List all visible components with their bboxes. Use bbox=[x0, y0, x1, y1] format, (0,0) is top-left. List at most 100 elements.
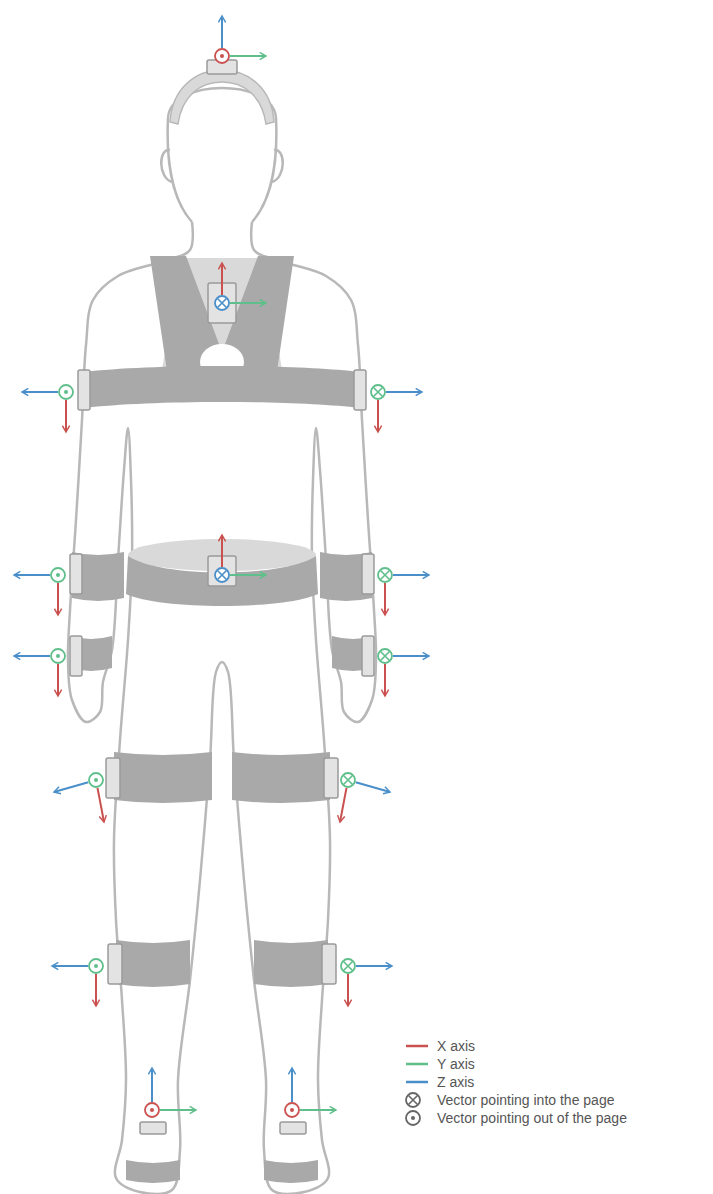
axis-arrow bbox=[347, 974, 349, 1006]
axis-arrow bbox=[22, 391, 58, 393]
legend-label: Y axis bbox=[437, 1055, 475, 1073]
sensor-box bbox=[322, 944, 336, 984]
head-outline bbox=[168, 88, 277, 222]
sensor-box bbox=[362, 636, 374, 676]
sensor-box bbox=[354, 370, 366, 410]
into-page-symbol bbox=[378, 649, 392, 663]
out-of-page-symbol bbox=[59, 385, 73, 399]
chest-band bbox=[84, 366, 360, 408]
out-of-page-symbol bbox=[285, 1103, 299, 1117]
axis-arrow bbox=[291, 1068, 293, 1102]
into-page-symbol bbox=[341, 959, 355, 973]
axis-arrow bbox=[356, 782, 390, 792]
axis-arrow bbox=[384, 664, 386, 696]
axis-arrow bbox=[221, 263, 223, 295]
axis-arrow bbox=[230, 55, 266, 57]
limb-band bbox=[126, 1160, 180, 1183]
legend-sample bbox=[406, 1111, 420, 1125]
axis-arrow bbox=[340, 788, 347, 822]
legend-samples bbox=[406, 1046, 428, 1125]
axis-arrow bbox=[14, 655, 50, 657]
into-page-symbol bbox=[378, 568, 392, 582]
sensor-box bbox=[108, 944, 122, 984]
axis-arrow bbox=[384, 583, 386, 615]
imu-sensor bbox=[322, 944, 392, 1006]
imu-sensor bbox=[354, 370, 422, 432]
imu-sensor bbox=[14, 636, 82, 696]
limb-band bbox=[232, 752, 330, 803]
axis-arrow bbox=[57, 583, 59, 615]
legend-line bbox=[406, 1045, 428, 1048]
ear bbox=[161, 150, 172, 182]
into-page-symbol bbox=[215, 568, 229, 582]
imu-sensor bbox=[207, 16, 266, 74]
sensor-box bbox=[362, 554, 374, 594]
axis-arrow bbox=[52, 965, 88, 967]
sensor-box bbox=[78, 370, 90, 410]
imu-sensor bbox=[54, 758, 120, 822]
legend-line bbox=[406, 1063, 428, 1066]
axis-arrow bbox=[221, 535, 223, 567]
axis-arrow bbox=[393, 574, 429, 576]
legend-label: Vector pointing into the page bbox=[437, 1091, 614, 1109]
limb-band bbox=[114, 752, 212, 803]
limb-band bbox=[254, 940, 328, 987]
axis-arrow bbox=[54, 782, 88, 792]
body-outline bbox=[68, 222, 376, 1194]
imu-sensor bbox=[140, 1068, 196, 1134]
imu-sensor bbox=[324, 758, 390, 822]
legend-sample bbox=[406, 1082, 428, 1083]
axis-arrow bbox=[356, 965, 392, 967]
axis-arrow bbox=[95, 974, 97, 1006]
out-of-page-symbol bbox=[51, 568, 65, 582]
sensor-box bbox=[70, 636, 82, 676]
out-of-page-symbol bbox=[215, 49, 229, 63]
legend-sample bbox=[406, 1046, 428, 1047]
axis-arrow bbox=[97, 788, 104, 822]
axis-arrow bbox=[151, 1068, 153, 1102]
imu-sensor bbox=[362, 636, 429, 696]
axis-arrow bbox=[230, 574, 266, 576]
sensor-box bbox=[70, 554, 82, 594]
out-of-page-symbol bbox=[145, 1103, 159, 1117]
legend-sample bbox=[406, 1064, 428, 1065]
into-page-symbol bbox=[406, 1093, 420, 1107]
legend-label: Z axis bbox=[437, 1073, 474, 1091]
imu-sensor bbox=[280, 1068, 336, 1134]
sensor-box bbox=[324, 758, 338, 798]
imu-sensor bbox=[52, 944, 122, 1006]
out-of-page-symbol bbox=[406, 1111, 420, 1125]
axis-arrow bbox=[57, 664, 59, 696]
head-strap bbox=[170, 70, 274, 124]
out-of-page-symbol bbox=[51, 649, 65, 663]
into-page-symbol bbox=[371, 385, 385, 399]
sensor-box bbox=[106, 758, 120, 798]
axis-arrow bbox=[65, 400, 67, 432]
axis-arrow bbox=[14, 574, 50, 576]
legend-sample bbox=[406, 1093, 420, 1107]
imu-sensor bbox=[208, 263, 266, 323]
axis-arrow bbox=[386, 391, 422, 393]
into-page-symbol bbox=[341, 773, 355, 787]
axis-arrow bbox=[221, 16, 223, 48]
axis-arrow bbox=[300, 1109, 336, 1111]
limb-band bbox=[264, 1160, 318, 1183]
limb-band bbox=[116, 940, 190, 987]
axis-arrow bbox=[393, 655, 429, 657]
axis-arrow bbox=[377, 400, 379, 432]
imu-sensor bbox=[14, 554, 82, 615]
axis-arrow bbox=[160, 1109, 196, 1111]
imu-sensor bbox=[22, 370, 90, 432]
sensor-box bbox=[140, 1122, 166, 1134]
out-of-page-symbol bbox=[89, 773, 103, 787]
sensor-box bbox=[280, 1122, 306, 1134]
out-of-page-symbol bbox=[89, 959, 103, 973]
imu-sensor bbox=[208, 535, 266, 586]
legend-line bbox=[406, 1081, 428, 1084]
imu-sensor bbox=[362, 554, 429, 615]
legend-label: X axis bbox=[437, 1037, 475, 1055]
axis-arrow bbox=[230, 302, 266, 304]
ear bbox=[272, 150, 283, 182]
legend-label: Vector pointing out of the page bbox=[437, 1109, 627, 1127]
